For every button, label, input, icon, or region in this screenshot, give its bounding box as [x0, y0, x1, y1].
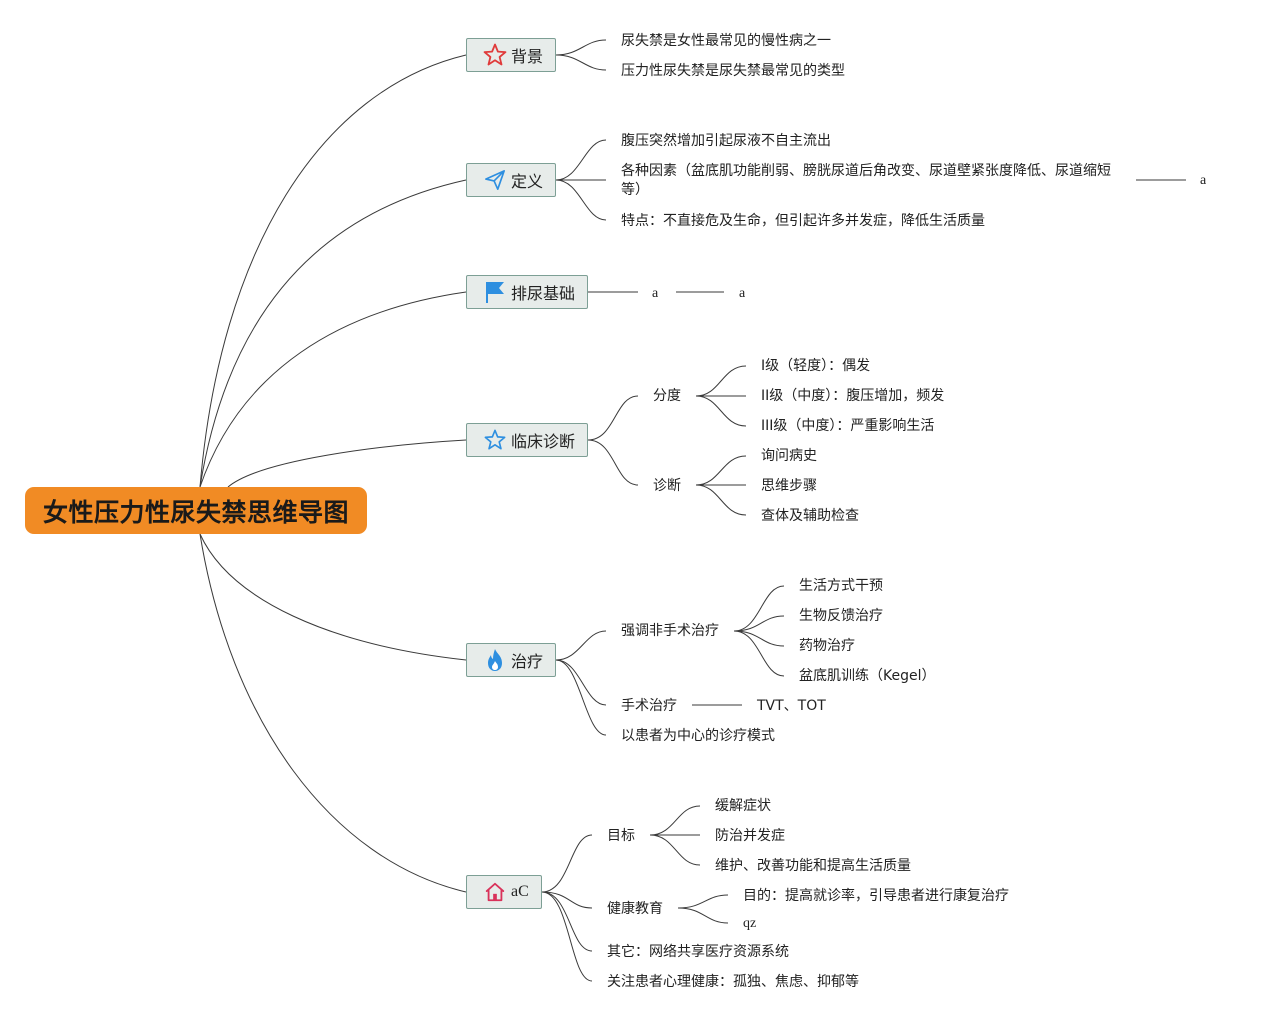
basis-child: a: [652, 286, 659, 301]
link-diagnosis-grading: [587, 395, 639, 441]
link-root-basis: [199, 291, 467, 488]
flag-icon: [483, 280, 507, 304]
definition-extra: a: [1200, 173, 1207, 188]
goals-item-2: 防治并发症: [715, 828, 785, 844]
topic-definition[interactable]: 定义: [466, 163, 556, 197]
diagnose-label: 诊断: [653, 478, 681, 494]
link-treatment-nonsurgical: [555, 630, 607, 661]
patient-centered: 以患者为中心的诊疗模式: [621, 728, 775, 744]
topic-diagnosis-label: 临床诊断: [511, 432, 576, 451]
diagnose-item-1: 询问病史: [761, 448, 817, 464]
topic-care[interactable]: aC: [466, 875, 542, 909]
care-other: 其它：网络共享医疗资源系统: [607, 944, 789, 960]
link-nonsurgical-4: [733, 630, 785, 677]
goals-item-1: 缓解症状: [715, 798, 771, 814]
link-root-background: [199, 54, 467, 488]
link-grading-3: [695, 395, 747, 427]
nonsurgical-item-3: 药物治疗: [799, 638, 855, 654]
link-education-2: [677, 907, 729, 924]
link-root-treatment: [199, 533, 467, 661]
topic-background[interactable]: 背景: [466, 38, 556, 72]
topic-care-label: aC: [511, 883, 529, 900]
paper-plane-icon: [483, 168, 507, 192]
diagnose-item-3: 查体及辅助检查: [761, 508, 859, 524]
link-goals-3: [649, 834, 701, 866]
topic-background-label: 背景: [511, 47, 544, 66]
link-education-1: [677, 894, 729, 909]
root-title: 女性压力性尿失禁思维导图: [42, 497, 349, 527]
link-nonsurgical-3: [733, 630, 785, 647]
care-mental: 关注患者心理健康：孤独、焦虑、抑郁等: [607, 974, 859, 990]
nonsurgical-label: 强调非手术治疗: [621, 623, 719, 639]
star-outline-blue-icon: [483, 428, 507, 452]
house-icon: [483, 880, 507, 904]
goals-item-3: 维护、改善功能和提高生活质量: [715, 858, 911, 874]
topic-definition-label: 定义: [511, 172, 544, 191]
surgical-item: TVT、TOT: [757, 698, 826, 714]
grading-item-1: I级（轻度）：偶发: [761, 358, 871, 374]
link-definition-3: [555, 179, 607, 221]
flame-icon: [483, 648, 507, 672]
topic-treatment-label: 治疗: [511, 652, 544, 671]
link-care-education: [541, 891, 593, 909]
link-diagnose-3: [695, 484, 747, 516]
education-item-2: qz: [743, 916, 757, 931]
link-goals-1: [649, 805, 701, 836]
star-outline-red-icon: [483, 43, 507, 67]
definition-item-1: 腹压突然增加引起尿液不自主流出: [621, 133, 831, 149]
goals-label: 目标: [607, 828, 635, 844]
nonsurgical-item-2: 生物反馈治疗: [799, 608, 883, 624]
topic-diagnosis[interactable]: 临床诊断: [466, 423, 588, 457]
background-item-1: 尿失禁是女性最常见的慢性病之一: [621, 33, 831, 49]
topic-basis-label: 排尿基础: [511, 284, 576, 303]
grading-item-2: II级（中度）：腹压增加，频发: [761, 388, 945, 404]
link-background-2: [555, 54, 607, 71]
link-root-diagnosis: [227, 439, 467, 488]
link-nonsurgical-2: [733, 615, 785, 632]
nonsurgical-item-1: 生活方式干预: [799, 578, 883, 594]
topic-basis[interactable]: 排尿基础: [466, 275, 588, 309]
link-definition-1: [555, 139, 607, 181]
basis-grandchild: a: [739, 286, 746, 301]
root-topic[interactable]: 女性压力性尿失禁思维导图: [25, 487, 367, 534]
surgical-label: 手术治疗: [621, 698, 677, 714]
link-diagnosis-diagnose: [587, 439, 639, 486]
link-care-other: [541, 891, 593, 952]
grading-label: 分度: [653, 388, 681, 404]
background-item-2: 压力性尿失禁是尿失禁最常见的类型: [621, 63, 845, 79]
link-diagnose-1: [695, 455, 747, 486]
nonsurgical-item-4: 盆底肌训练（Kegel）: [799, 668, 936, 684]
definition-item-2: 各种因素（盆底肌功能削弱、膀胱尿道后角改变、尿道壁紧张度降低、尿道缩短等）: [621, 163, 1111, 198]
link-root-care: [199, 533, 467, 893]
link-background-1: [555, 39, 607, 56]
topic-treatment[interactable]: 治疗: [466, 643, 556, 677]
link-treatment-patient: [555, 659, 607, 736]
definition-item-3: 特点：不直接危及生命，但引起许多并发症，降低生活质量: [621, 213, 985, 229]
education-label: 健康教育: [607, 901, 663, 917]
link-grading-1: [695, 365, 747, 397]
link-care-goals: [541, 834, 593, 893]
education-item-1: 目的：提高就诊率，引导患者进行康复治疗: [743, 888, 1009, 904]
link-treatment-surgical: [555, 659, 607, 706]
link-root-definition: [199, 179, 467, 488]
link-nonsurgical-1: [733, 585, 785, 632]
diagnose-item-2: 思维步骤: [761, 478, 817, 494]
grading-item-3: III级（中度）：严重影响生活: [761, 418, 935, 434]
link-care-mental: [541, 891, 593, 982]
